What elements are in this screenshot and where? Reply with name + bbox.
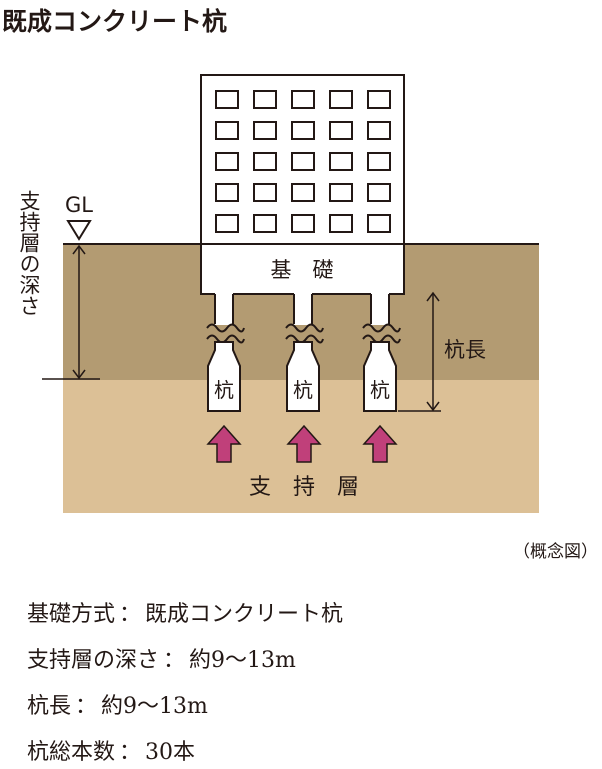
spec-separator: ： — [75, 694, 98, 719]
gl-label: GL — [65, 193, 93, 217]
bearing-layer-label: 支 持 層 — [249, 475, 359, 500]
spec-value: 30本 — [145, 740, 196, 765]
pile-break-icon — [206, 323, 245, 344]
pile-break-icon — [285, 323, 324, 344]
concept-diagram-note: （概念図） — [513, 542, 598, 562]
window — [329, 152, 353, 171]
window — [215, 214, 239, 233]
window — [215, 183, 239, 202]
window — [291, 121, 315, 140]
pile: 杭 — [362, 293, 401, 412]
window — [329, 214, 353, 233]
pile-length-arrow-top-icon — [426, 291, 440, 302]
upward-arrow-icon — [362, 424, 398, 463]
foundation-label: 基 礎 — [271, 258, 334, 282]
spec-label: 杭長 — [27, 694, 72, 719]
window — [291, 152, 315, 171]
pile-label: 杭 — [214, 378, 234, 402]
window — [291, 183, 315, 202]
window — [291, 214, 315, 233]
window — [329, 121, 353, 140]
pile-length-label: 杭長 — [444, 338, 486, 362]
bearing-arrows — [206, 424, 398, 463]
gl-triangle-icon — [66, 220, 92, 241]
depth-arrow-bottom-icon — [72, 369, 86, 380]
window — [215, 121, 239, 140]
window — [367, 121, 391, 140]
building-windows — [215, 90, 391, 233]
spec-label: 支持層の深さ — [27, 648, 160, 673]
window — [329, 90, 353, 109]
window — [253, 214, 277, 233]
window — [329, 183, 353, 202]
pile-length-arrow-bottom-icon — [426, 401, 440, 412]
spec-label: 基礎方式 — [27, 602, 116, 627]
window — [367, 183, 391, 202]
depth-label: 支持層の深さ — [17, 190, 41, 316]
pile-break-icon — [362, 323, 401, 344]
window — [253, 152, 277, 171]
pile-label: 杭 — [370, 378, 390, 402]
upward-arrow-icon — [286, 424, 322, 463]
spec-value: 既成コンクリート杭 — [145, 602, 344, 627]
window — [253, 183, 277, 202]
piles: 杭杭杭 — [206, 293, 401, 412]
page-title: 既成コンクリート杭 — [2, 7, 228, 36]
pile-label: 杭 — [293, 378, 313, 402]
window — [253, 121, 277, 140]
upward-arrow-icon — [206, 424, 242, 463]
spec-separator: ： — [119, 602, 142, 627]
spec-value: 約9〜13m — [189, 648, 296, 673]
pile-foundation-diagram: 基 礎 杭 杭 杭 GL 支持層の深さ 杭長 支 持 層 — [17, 74, 539, 513]
spec-pile-length: 杭長：約9〜13m — [27, 688, 208, 720]
spec-foundation-type: 基礎方式：既成コンクリート杭 — [27, 596, 343, 628]
window — [215, 90, 239, 109]
window — [367, 152, 391, 171]
window — [253, 90, 277, 109]
window — [367, 90, 391, 109]
spec-label: 杭総本数 — [27, 740, 116, 765]
window — [215, 152, 239, 171]
pile: 杭 — [206, 293, 245, 412]
spec-pile-count: 杭総本数：30本 — [27, 734, 195, 766]
spec-separator: ： — [163, 648, 186, 673]
pile: 杭 — [285, 293, 324, 412]
spec-separator: ： — [119, 740, 142, 765]
spec-value: 約9〜13m — [101, 694, 208, 719]
window — [291, 90, 315, 109]
spec-bearing-depth: 支持層の深さ：約9〜13m — [27, 642, 296, 674]
depth-arrow-top-icon — [72, 244, 86, 255]
window — [367, 214, 391, 233]
